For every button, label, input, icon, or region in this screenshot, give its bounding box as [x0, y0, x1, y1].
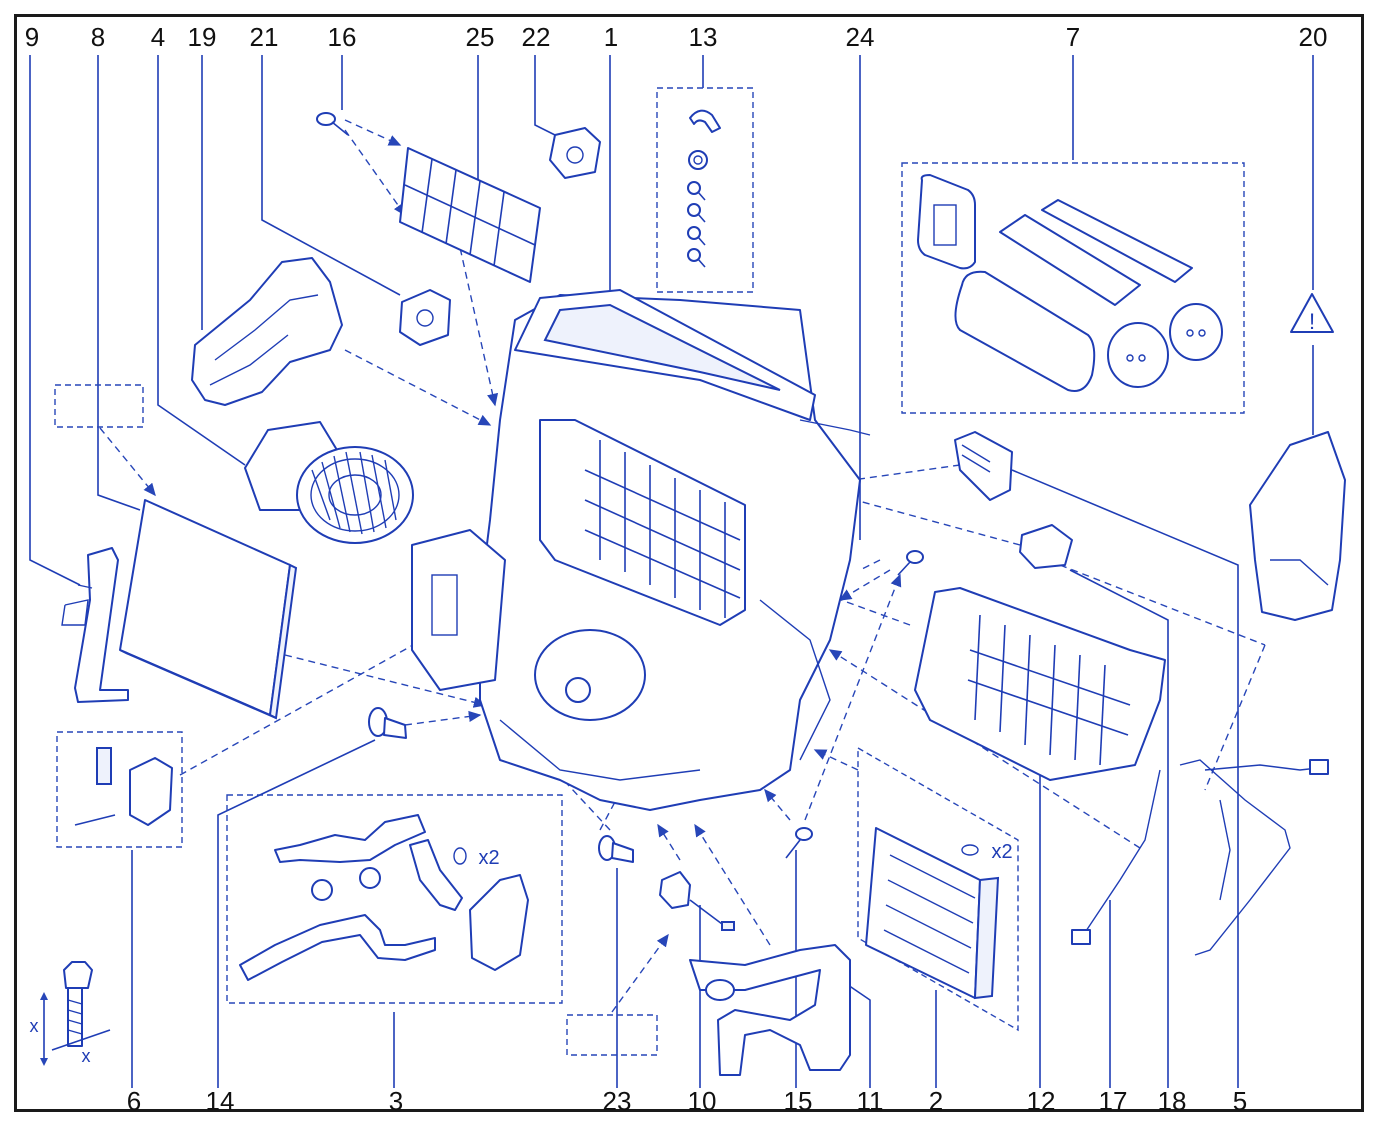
label-19: 19	[188, 22, 217, 52]
part-20-housing	[1249, 431, 1346, 621]
warning-mark: !	[1309, 309, 1315, 334]
group-boxes	[54, 87, 1245, 1056]
part-6-expansion-valve	[74, 747, 173, 826]
part-22-actuator	[549, 127, 601, 179]
part-18-sensor	[1019, 524, 1073, 569]
label-8: 8	[91, 22, 105, 52]
label-7: 7	[1066, 22, 1080, 52]
part-10-sensor	[659, 871, 735, 931]
part-19-duct	[191, 257, 343, 406]
quantity-x2-seals: x2	[478, 847, 499, 869]
leader-lines	[29, 55, 1314, 1088]
dimension-x-vertical: x	[30, 1016, 39, 1036]
label-2: 2	[929, 1086, 943, 1116]
wiring-harness	[1179, 759, 1329, 956]
label-20: 20	[1299, 22, 1328, 52]
top-labels: 9 8 4 19 21 16 25 22 1 13 24 7 20	[25, 22, 1328, 52]
part-4-blower	[244, 421, 414, 544]
label-10: 10	[688, 1086, 717, 1116]
label-25: 25	[466, 22, 495, 52]
label-22: 22	[522, 22, 551, 52]
part-13-fastener-kit	[687, 109, 721, 268]
group-box-23	[566, 1014, 658, 1056]
label-16: 16	[328, 22, 357, 52]
label-24: 24	[846, 22, 875, 52]
part-25-filter-frame	[399, 147, 541, 283]
label-4: 4	[151, 22, 165, 52]
label-13: 13	[689, 22, 718, 52]
label-9: 9	[25, 22, 39, 52]
label-11: 11	[857, 1086, 884, 1116]
assembly-arrows	[99, 119, 1266, 1013]
part-12-housing	[914, 587, 1166, 781]
group-box-7	[901, 162, 1245, 414]
bottom-labels: 6 14 3 23 10 15 11 2 12 17 18 5	[127, 1086, 1247, 1116]
group-box-6	[56, 731, 183, 848]
warning-triangle-icon	[1290, 293, 1334, 333]
label-18: 18	[1158, 1086, 1187, 1116]
part-11-hose	[689, 944, 851, 1076]
label-21: 21	[250, 22, 279, 52]
part-1-hvac-housing	[411, 289, 871, 811]
diagram-frame	[14, 14, 1364, 1112]
label-17: 17	[1099, 1086, 1128, 1116]
part-17-sensor	[1071, 769, 1161, 945]
dimension-x-horizontal: x	[82, 1046, 91, 1066]
part-5-actuator	[954, 431, 1013, 501]
label-15: 15	[784, 1086, 813, 1116]
part-3-pipe-kit: x2	[239, 814, 529, 981]
group-box-3	[226, 794, 563, 1004]
part-20-warning: !	[1290, 293, 1334, 334]
part-21-actuator	[399, 289, 451, 346]
bolt-dimension-detail: x x	[30, 961, 111, 1066]
group-box-8	[54, 384, 144, 428]
part-16-screw	[316, 112, 349, 136]
label-1: 1	[604, 22, 618, 52]
group-box-2	[857, 746, 1019, 1032]
part-8-filter	[119, 499, 298, 720]
label-14: 14	[206, 1086, 235, 1116]
part-14-clip	[368, 707, 407, 739]
part-23-clip	[598, 835, 634, 863]
label-3: 3	[389, 1086, 403, 1116]
part-7-seal-kit	[917, 174, 1223, 392]
part-15-screw	[785, 827, 813, 859]
label-5: 5	[1233, 1086, 1247, 1116]
label-12: 12	[1027, 1086, 1056, 1116]
quantity-x2-evaporator-seal: x2	[991, 841, 1012, 863]
part-2-evaporator: x2	[865, 827, 1013, 1000]
label-23: 23	[603, 1086, 632, 1116]
label-6: 6	[127, 1086, 141, 1116]
part-24-screw	[897, 550, 924, 576]
part-9-bracket	[61, 547, 129, 703]
